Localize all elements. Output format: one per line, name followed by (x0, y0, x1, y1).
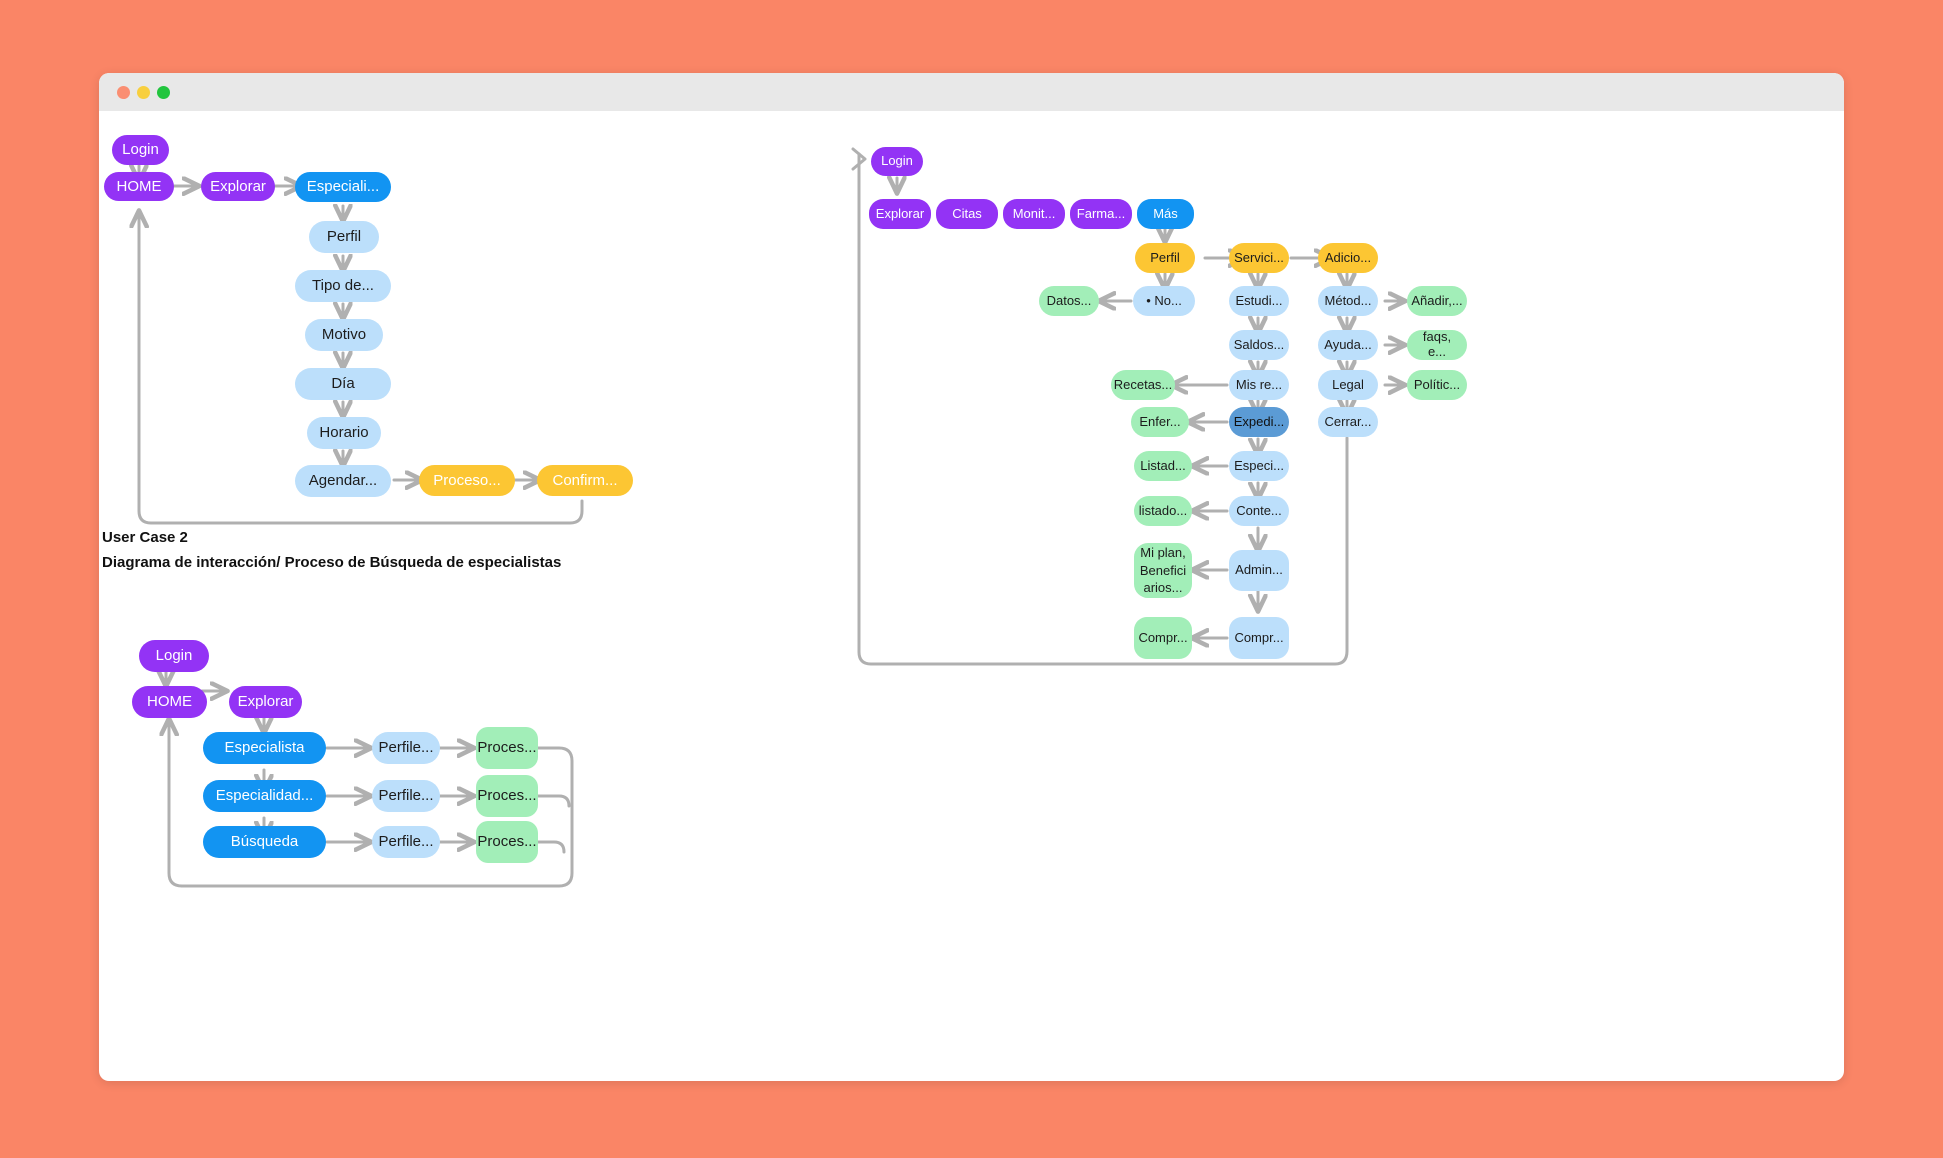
d2-nav-farmacia[interactable]: Farma... (1070, 199, 1132, 229)
maximize-icon[interactable] (157, 86, 170, 99)
close-icon[interactable] (117, 86, 130, 99)
d2-node-expediente[interactable]: Expedi... (1229, 407, 1289, 437)
d3-node-perfile-3[interactable]: Perfile... (372, 826, 440, 858)
d2-node-metodos[interactable]: Métod... (1318, 286, 1378, 316)
d1-node-confirmacion[interactable]: Confirm... (537, 465, 633, 496)
diagram-canvas: Login HOME Explorar Especiali... Perfil … (99, 111, 1844, 1081)
d1-node-tipo[interactable]: Tipo de... (295, 270, 391, 302)
d1-node-motivo[interactable]: Motivo (305, 319, 383, 351)
d1-node-perfil[interactable]: Perfil (309, 221, 379, 253)
d1-node-agendar[interactable]: Agendar... (295, 465, 391, 497)
d1-node-especialidad[interactable]: Especiali... (295, 172, 391, 202)
d2-node-enfermedades[interactable]: Enfer... (1131, 407, 1189, 437)
d3-node-especialidad[interactable]: Especialidad... (203, 780, 326, 812)
d2-node-contenido[interactable]: Conte... (1229, 496, 1289, 526)
d1-node-proceso[interactable]: Proceso... (419, 465, 515, 496)
d2-nav-citas[interactable]: Citas (936, 199, 998, 229)
d2-nav-explorar[interactable]: Explorar (869, 199, 931, 229)
d3-node-busqueda[interactable]: Búsqueda (203, 826, 326, 858)
d1-node-login[interactable]: Login (112, 135, 169, 165)
d2-node-estudios[interactable]: Estudi... (1229, 286, 1289, 316)
user-case-2-subtitle: Diagrama de interacción/ Proceso de Búsq… (102, 554, 562, 571)
d2-node-listado-mayus[interactable]: Listad... (1134, 451, 1192, 481)
d3-node-perfile-2[interactable]: Perfile... (372, 780, 440, 812)
d2-node-comprobantes-blue[interactable]: Compr... (1229, 617, 1289, 659)
d2-node-especialistas[interactable]: Especi... (1229, 451, 1289, 481)
d2-node-anadir[interactable]: Añadir,... (1407, 286, 1467, 316)
d2-node-politicas[interactable]: Polític... (1407, 370, 1467, 400)
d3-node-home[interactable]: HOME (132, 686, 207, 718)
d3-node-proces-3[interactable]: Proces... (476, 821, 538, 863)
d2-node-servicios[interactable]: Servici... (1229, 243, 1289, 273)
d2-nav-monitoreo[interactable]: Monit... (1003, 199, 1065, 229)
connector-layer (99, 147, 1844, 888)
d3-node-proces-2[interactable]: Proces... (476, 775, 538, 817)
d3-node-explorar[interactable]: Explorar (229, 686, 302, 718)
d2-node-adicionales[interactable]: Adicio... (1318, 243, 1378, 273)
d1-node-home[interactable]: HOME (104, 172, 174, 201)
d2-node-administracion[interactable]: Admin... (1229, 550, 1289, 591)
d1-node-horario[interactable]: Horario (307, 417, 381, 449)
d3-node-perfile-1[interactable]: Perfile... (372, 732, 440, 764)
d3-node-especialista[interactable]: Especialista (203, 732, 326, 764)
d2-node-recetas[interactable]: Recetas... (1111, 370, 1175, 400)
user-case-2-title: User Case 2 (102, 529, 188, 546)
d2-node-ayuda[interactable]: Ayuda... (1318, 330, 1378, 360)
window-titlebar (99, 73, 1844, 111)
d2-nav-mas[interactable]: Más (1137, 199, 1194, 229)
minimize-icon[interactable] (137, 86, 150, 99)
d2-node-faqs[interactable]: faqs, e... (1407, 329, 1467, 360)
d2-node-saldos[interactable]: Saldos... (1229, 330, 1289, 360)
d2-node-mis-recetas[interactable]: Mis re... (1229, 370, 1289, 400)
d3-node-proces-1[interactable]: Proces... (476, 727, 538, 769)
d2-node-comprobantes-green[interactable]: Compr... (1134, 617, 1192, 659)
d2-node-datos[interactable]: Datos... (1039, 286, 1099, 316)
d1-node-dia[interactable]: Día (295, 368, 391, 400)
d2-node-perfil[interactable]: Perfil (1135, 243, 1195, 273)
d2-node-mi-plan[interactable]: Mi plan, Benefici arios... (1134, 543, 1192, 598)
d2-node-nombre[interactable]: • No... (1133, 286, 1195, 316)
d3-node-login[interactable]: Login (139, 640, 209, 672)
d2-node-legal[interactable]: Legal (1318, 370, 1378, 400)
d1-node-explorar[interactable]: Explorar (201, 172, 275, 201)
d2-node-listado-minus[interactable]: listado... (1134, 496, 1192, 526)
app-window: Login HOME Explorar Especiali... Perfil … (99, 73, 1844, 1081)
d2-node-login[interactable]: Login (871, 147, 923, 176)
d2-node-cerrar[interactable]: Cerrar... (1318, 407, 1378, 437)
